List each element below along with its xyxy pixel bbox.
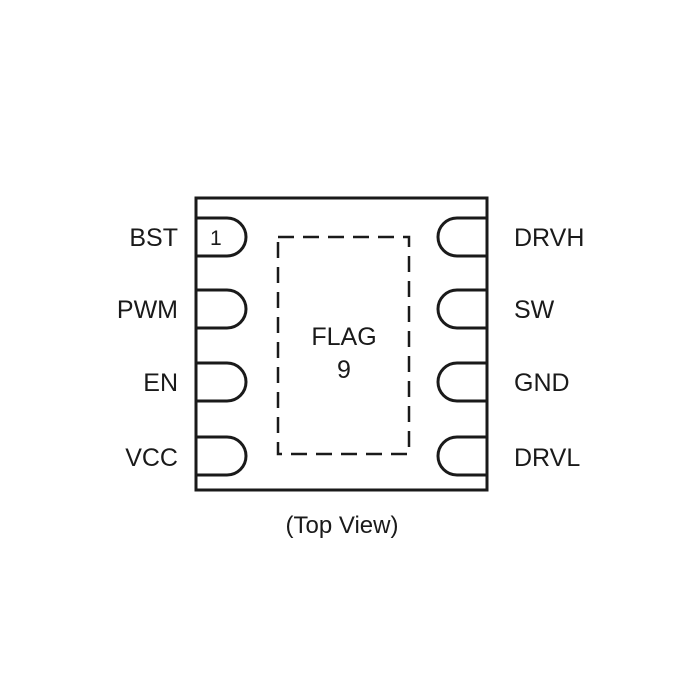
pin-label-bst: BST xyxy=(129,224,178,252)
view-caption: (Top View) xyxy=(286,512,399,539)
flag-pin-number: 9 xyxy=(337,356,351,384)
pin-label-sw: SW xyxy=(514,296,555,324)
right-pad-5 xyxy=(436,435,487,477)
pin-label-pwm: PWM xyxy=(117,296,178,324)
pin-label-gnd: GND xyxy=(514,369,570,397)
right-pad-8 xyxy=(436,216,487,258)
pin-label-drvl: DRVL xyxy=(514,444,580,472)
pin-1-number: 1 xyxy=(210,227,222,250)
flag-label: FLAG xyxy=(311,323,376,351)
left-pad-2 xyxy=(196,288,248,330)
pin-label-drvh: DRVH xyxy=(514,224,584,252)
left-pad-1 xyxy=(196,216,248,258)
pin-label-en: EN xyxy=(143,369,178,397)
left-pad-3 xyxy=(196,361,248,403)
package-body xyxy=(194,196,489,492)
right-pad-7 xyxy=(436,288,487,330)
left-pad-4 xyxy=(196,435,248,477)
right-pad-6 xyxy=(436,361,487,403)
pin-label-vcc: VCC xyxy=(125,444,178,472)
exposed-pad-outline xyxy=(276,235,411,456)
